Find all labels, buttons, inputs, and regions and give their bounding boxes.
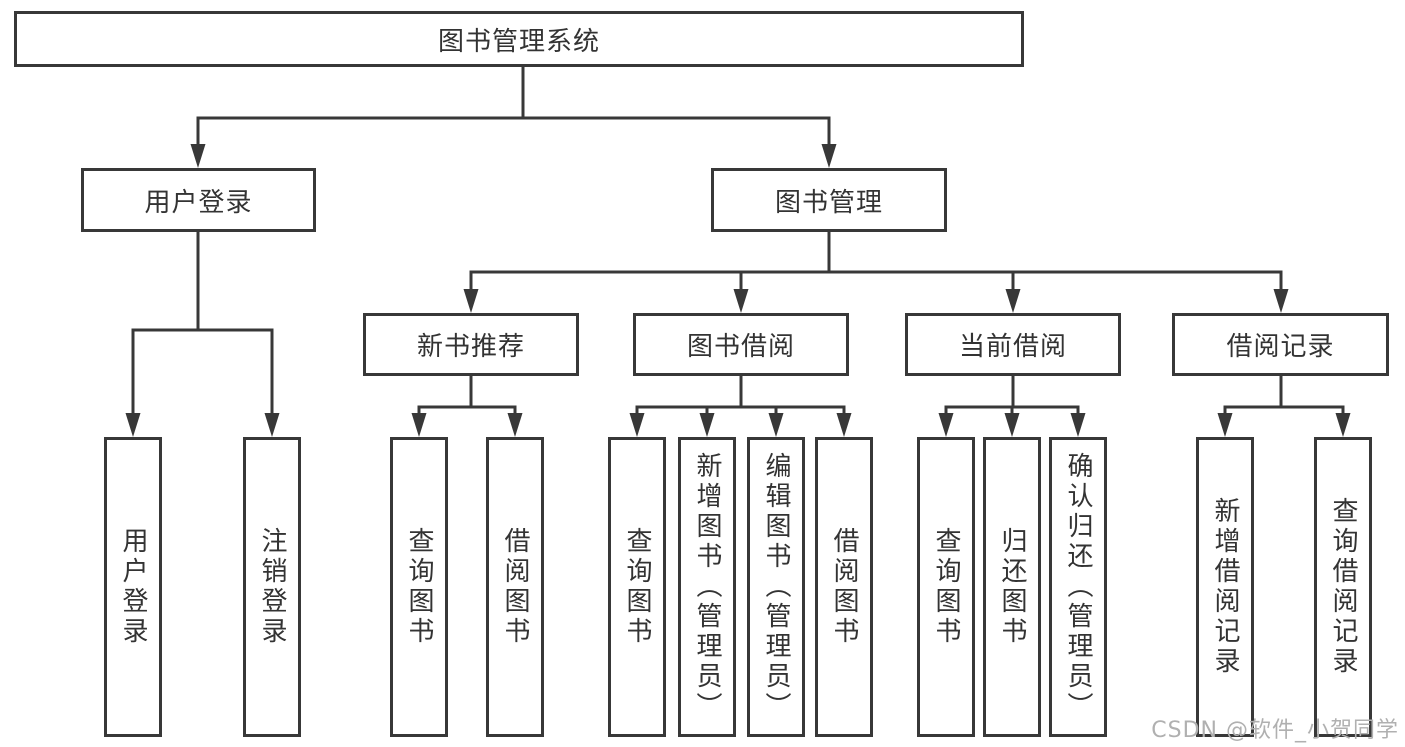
leaf-borrowing-edit-books-admin: 编辑图书（管理员） <box>747 437 805 737</box>
arrow-down-icon <box>1335 413 1351 437</box>
arrow-down-icon <box>1273 289 1289 313</box>
arrow-down-icon <box>821 144 837 168</box>
arrow-down-icon <box>1004 413 1020 437</box>
node-root: 图书管理系统 <box>14 11 1024 67</box>
leaf-recommend-borrow-books: 借阅图书 <box>486 437 544 737</box>
leaf-borrowing-query-books: 查询图书 <box>608 437 666 737</box>
node-book-borrowing: 图书借阅 <box>633 313 849 376</box>
leaf-logout: 注销登录 <box>243 437 301 737</box>
leaf-current-confirm-return-admin: 确认归还（管理员） <box>1049 437 1107 737</box>
arrow-down-icon <box>507 413 523 437</box>
connector-root-split <box>190 67 837 168</box>
arrow-down-icon <box>699 413 715 437</box>
connector-user-login-split <box>125 232 280 437</box>
arrow-down-icon <box>1005 289 1021 313</box>
connector-book-borrowing-split <box>629 376 852 437</box>
arrow-down-icon <box>1070 413 1086 437</box>
node-book-management: 图书管理 <box>711 168 947 232</box>
leaf-records-query-record: 查询借阅记录 <box>1314 437 1372 737</box>
node-new-book-recommend: 新书推荐 <box>363 313 579 376</box>
arrow-down-icon <box>733 289 749 313</box>
leaf-borrowing-borrow-books: 借阅图书 <box>815 437 873 737</box>
leaf-user-login: 用户登录 <box>104 437 162 737</box>
node-current-borrowing: 当前借阅 <box>905 313 1121 376</box>
leaf-current-query-books: 查询图书 <box>917 437 975 737</box>
leaf-current-return-books: 归还图书 <box>983 437 1041 737</box>
arrow-down-icon <box>629 413 645 437</box>
arrow-down-icon <box>836 413 852 437</box>
connector-current-borrowing-split <box>938 376 1086 437</box>
leaf-borrowing-add-books-admin: 新增图书（管理员） <box>678 437 736 737</box>
leaf-records-add-record: 新增借阅记录 <box>1196 437 1254 737</box>
arrow-down-icon <box>190 144 206 168</box>
node-borrowing-records: 借阅记录 <box>1172 313 1389 376</box>
node-user-login: 用户登录 <box>81 168 316 232</box>
leaf-recommend-query-books: 查询图书 <box>390 437 448 737</box>
csdn-watermark: CSDN @软件_小贺同学 <box>1151 718 1399 743</box>
arrow-down-icon <box>411 413 427 437</box>
connector-borrowing-records-split <box>1217 376 1351 437</box>
connector-new-book-recommend-split <box>411 376 523 437</box>
arrow-down-icon <box>125 413 141 437</box>
arrow-down-icon <box>1217 413 1233 437</box>
arrow-down-icon <box>768 413 784 437</box>
arrow-down-icon <box>264 413 280 437</box>
arrow-down-icon <box>463 289 479 313</box>
arrow-down-icon <box>938 413 954 437</box>
connector-book-management-split <box>463 232 1289 313</box>
